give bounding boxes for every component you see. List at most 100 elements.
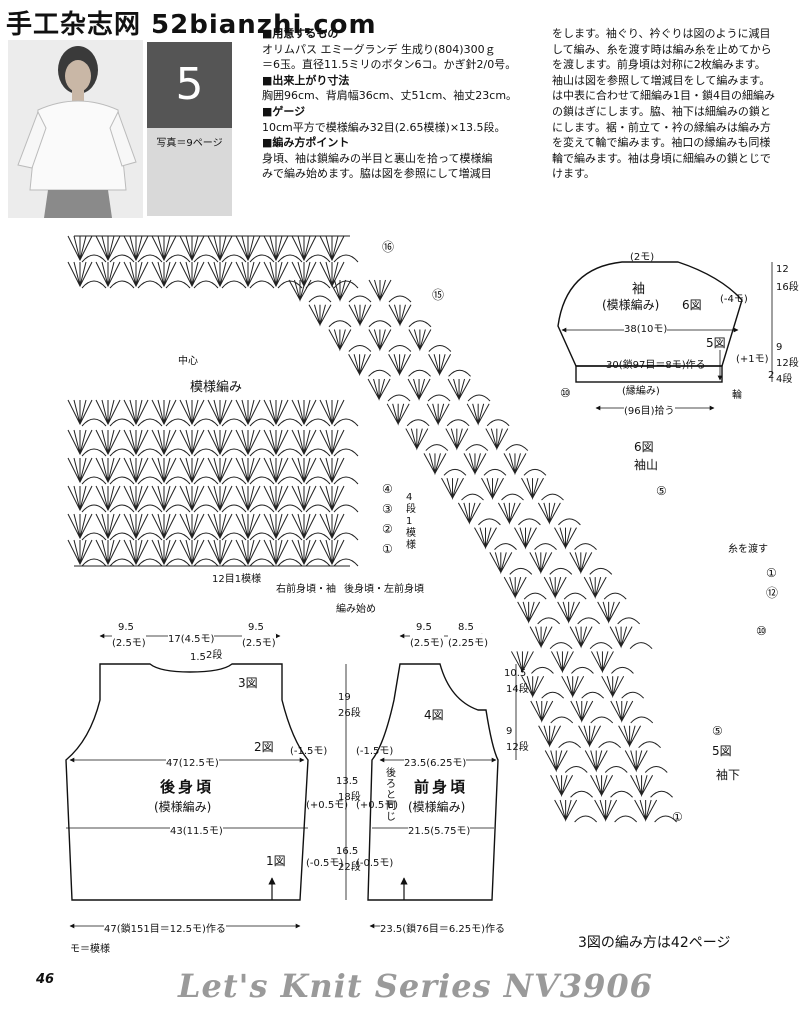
chart-cap: 袖山 [634, 458, 659, 472]
chain-loop [249, 532, 275, 541]
chart-yarn: 糸を渡す [728, 544, 768, 555]
back-waist-width: 43(11.5モ) [170, 822, 223, 837]
stitch-fan [328, 279, 352, 302]
chain-loop [589, 642, 613, 650]
chain-loop [81, 504, 107, 513]
chain-loop [137, 254, 163, 263]
chain-loop [81, 448, 107, 457]
stitch-fan [590, 774, 614, 798]
stitch-fan [207, 261, 233, 288]
chain-loop [165, 558, 191, 567]
stitch-fan [235, 513, 261, 540]
stitch-fan [497, 502, 521, 525]
stitch-fan [529, 552, 553, 575]
front-width-2: 21.5(5.75モ) [408, 822, 471, 837]
back-side-1: (-1.5モ) [290, 746, 328, 757]
chain-loop [388, 345, 412, 352]
series-title: Let's Knit Series NV3906 [178, 967, 653, 1005]
chain-loop [549, 642, 573, 650]
stitch-fan [235, 235, 261, 262]
stitch-fan [538, 725, 562, 748]
chain-loop [577, 617, 601, 625]
stitch-fan [408, 329, 432, 352]
stitch-fan [630, 774, 654, 798]
front-side-2: (+0.5モ) [356, 800, 399, 811]
stitch-fan [554, 799, 578, 822]
back-side-3: (-0.5モ) [306, 858, 344, 869]
stitch-fan [578, 725, 602, 748]
chain-loop [650, 790, 673, 798]
front-width-1: 23.5(6.25モ) [404, 754, 467, 769]
stitch-fan [179, 539, 205, 566]
chain-loop [446, 419, 470, 427]
stitch-fan [569, 552, 593, 575]
back-dim-a: 9.5 [118, 622, 134, 633]
chain-loop [603, 592, 627, 600]
stitch-fan [207, 235, 233, 262]
front-bottom: 23.5(鎖76目＝6.25モ)作る [380, 920, 506, 935]
sleeve-trim: (縁編み) [622, 386, 660, 397]
chain-loop [589, 567, 613, 575]
stitch-fan [423, 453, 447, 476]
sleeve-dim-4: 4段 [776, 374, 793, 385]
chain-loop [523, 468, 547, 476]
photo-reference: 写真＝9ページ [147, 128, 232, 216]
back-neck-b: 2段 [206, 650, 223, 661]
stitch-fan [123, 457, 149, 484]
stitch-fan [457, 502, 481, 525]
center-dim-135: 13.5 [336, 776, 359, 787]
chain-loop [193, 476, 219, 485]
chain-loop [333, 476, 359, 485]
chain-loop [333, 558, 359, 567]
chain-loop [638, 741, 661, 749]
stitch-fan [67, 429, 93, 456]
chain-loop [193, 418, 219, 427]
chain-loop [109, 504, 135, 513]
sleeve-dim-12b: 12段 [776, 358, 799, 369]
pattern-title: 模様編み [190, 380, 243, 395]
chain-loop [509, 567, 533, 575]
chain-loop [137, 280, 163, 289]
front-fig4: 4図 [424, 708, 444, 722]
stitch-fan [151, 429, 177, 456]
front-dim-a: 9.5 [416, 622, 432, 633]
stitch-fan [123, 399, 149, 426]
stitch-fan [388, 304, 412, 327]
chain-loop [465, 444, 489, 451]
stitch-fan [123, 429, 149, 456]
chain-loop [333, 418, 359, 427]
chain-loop [558, 518, 581, 526]
chain-loop [428, 345, 452, 352]
chain-loop [165, 280, 191, 289]
instruction-line: 身頃、袖は鎖編みの半目と裏山を拾って模様編 [262, 151, 493, 165]
chain-loop [328, 320, 352, 328]
stitch-fan [67, 485, 93, 512]
stitch-fan [441, 477, 464, 500]
sleeve-fig5-label: 5図 [706, 336, 726, 350]
chain-loop [571, 666, 594, 674]
chain-loop [630, 716, 654, 724]
chain-loop [581, 691, 605, 699]
stitch-fan [291, 539, 317, 566]
stitch-fan [348, 304, 372, 327]
stitch-fan [207, 539, 233, 566]
chart-fig5: 5図 [712, 744, 732, 758]
stitch-fan [557, 601, 581, 624]
stitch-fan [67, 235, 93, 262]
stitch-fan [328, 329, 352, 352]
row-marker-1: ① [382, 542, 393, 556]
sleeve-marker-10: ⑩ [560, 386, 571, 400]
row-marker-4: ④ [382, 482, 393, 496]
stitch-fan [319, 429, 345, 456]
stitch-fan [503, 576, 527, 600]
instructions-column-2: をします。袖ぐり、衿ぐりは図のように減目して編み、糸を渡す時は編み糸を止めてから… [552, 26, 792, 182]
stitch-fan [584, 750, 608, 773]
stitch-fan [235, 457, 261, 484]
stitch-fan [405, 428, 429, 451]
chain-loop [408, 320, 432, 328]
stitch-fan [67, 513, 93, 540]
stitch-fan [151, 457, 177, 484]
chain-loop [81, 280, 107, 289]
chain-loop [109, 254, 135, 263]
stitch-fan [67, 457, 93, 484]
